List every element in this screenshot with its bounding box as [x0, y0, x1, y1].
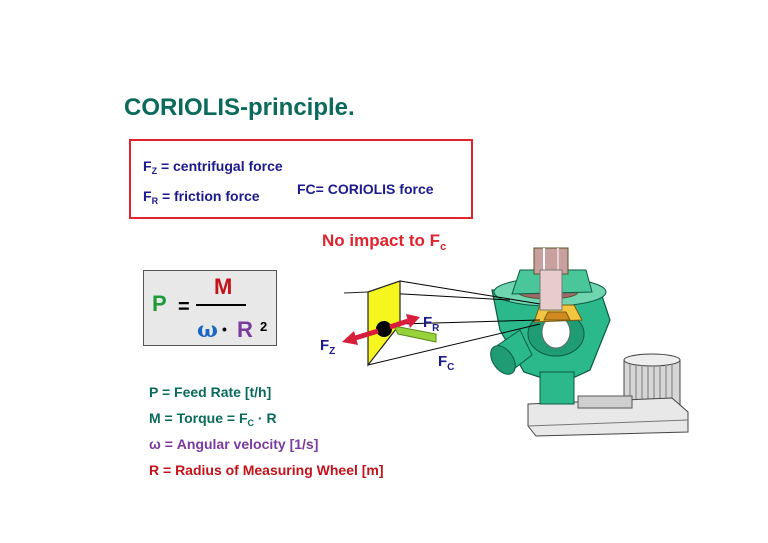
- definition-fz: FZ = centrifugal force: [143, 158, 283, 176]
- legend-angular-velocity: ω = Angular velocity [1/s]: [149, 436, 319, 452]
- page-title: CORIOLIS-principle.: [124, 94, 355, 121]
- formula-omega: ω: [197, 317, 218, 343]
- definition-fc: FC= CORIOLIS force: [297, 181, 434, 197]
- legend: P = Feed Rate [t/h] M = Torque = FC · R …: [149, 384, 384, 488]
- diagram-label-fr: FR: [423, 314, 440, 334]
- formula-m: M: [214, 274, 233, 299]
- coriolis-meter-housing: [490, 247, 611, 405]
- formula-equals: =: [178, 296, 190, 318]
- definition-fr: FR = friction force: [143, 188, 260, 206]
- vane-plate: [343, 280, 437, 367]
- no-impact-note: No impact to Fc: [322, 231, 447, 253]
- legend-torque: M = Torque = FC · R: [149, 410, 277, 428]
- diagram-label-fz: FZ: [320, 337, 335, 357]
- formula-r: R: [237, 317, 253, 342]
- legend-radius: R = Radius of Measuring Wheel [m]: [149, 462, 384, 478]
- formula-p: P: [152, 291, 167, 316]
- feed-rate-formula: P = M ω • R 2: [143, 270, 277, 346]
- diagram-label-fc: FC: [438, 353, 454, 373]
- fraction-line: [196, 304, 246, 306]
- formula-dot: •: [222, 321, 227, 337]
- legend-feed-rate: P = Feed Rate [t/h]: [149, 384, 272, 400]
- force-arrow-fz: [342, 328, 379, 345]
- force-arrow-fr: [389, 314, 420, 330]
- definitions-box: FZ = centrifugal force FR = friction for…: [129, 139, 473, 219]
- formula-exponent: 2: [260, 319, 268, 334]
- base-plate: [527, 395, 689, 437]
